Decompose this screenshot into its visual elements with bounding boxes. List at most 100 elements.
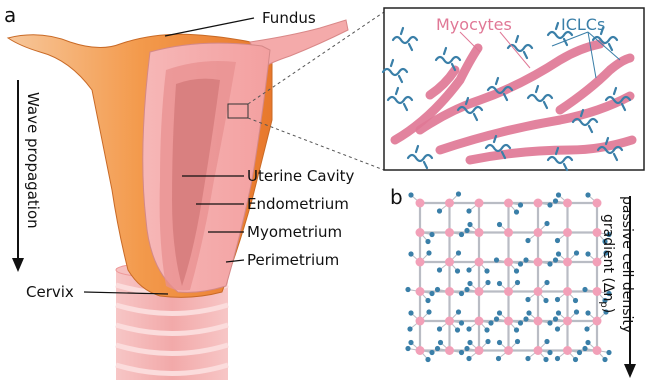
passive-cell [429,350,434,355]
passive-cell [496,356,501,361]
passive-cell [488,320,493,325]
passive-cell [466,326,471,331]
passive-cell [582,287,587,292]
passive-cell [514,268,519,273]
gradient-label-line2: gradient (Δnp) [598,214,616,313]
passive-cell [602,357,607,362]
passive-cell [497,281,502,286]
passive-cell [425,298,430,303]
endometrium-label: Endometrium [247,195,349,213]
grid-node [475,317,484,326]
passive-cell [435,287,440,292]
passive-cell [497,222,502,227]
passive-cell [484,268,489,273]
passive-cell [467,340,472,345]
passive-cell [407,326,412,331]
passive-cell [429,232,434,237]
passive-cell [574,309,579,314]
passive-cell [405,287,410,292]
passive-cell [466,267,471,272]
passive-cell [437,326,442,331]
passive-cell [547,320,552,325]
passive-cell [606,350,611,355]
passive-cell [555,326,560,331]
iclcs-label: ICLCs [561,15,605,34]
passive-cell [577,350,582,355]
wave-propagation-label: Wave propagation [24,92,42,229]
grid-node [563,317,572,326]
passive-cell [584,326,589,331]
grid-node [593,317,602,326]
grid-node [563,258,572,267]
grid-node [504,228,513,237]
passive-cell [494,257,499,262]
grid-node [416,199,425,208]
passive-cell [518,202,523,207]
passive-cell [573,298,578,303]
passive-cell [514,327,519,332]
passive-cell [585,251,590,256]
passive-cell [544,221,549,226]
passive-cell [585,310,590,315]
passive-cell [429,291,434,296]
fundus-label: Fundus [262,9,316,27]
grid-node [563,346,572,355]
passive-cell [408,251,413,256]
passive-cell [426,309,431,314]
grid-node [534,228,543,237]
wave-arrow-head [12,258,24,272]
passive-cell [518,261,523,266]
passive-cell [547,202,552,207]
passive-cell [523,316,528,321]
passive-cell [437,208,442,213]
passive-cell [464,228,469,233]
passive-cell [543,357,548,362]
perimetrium-label: Perimetrium [247,251,339,269]
grid-node [534,258,543,267]
passive-cell [497,310,502,315]
passive-cell [459,232,464,237]
grid-node [563,228,572,237]
passive-cell [523,257,528,262]
grid-node [534,317,543,326]
grid-node [534,199,543,208]
grid-node [416,258,425,267]
grid-node [445,199,454,208]
passive-cell [408,192,413,197]
passive-cell [556,251,561,256]
passive-cell [553,257,558,262]
myometrium-label: Myometrium [247,223,342,241]
passive-cell [438,340,443,345]
passive-cell [456,250,461,255]
grid-node [416,317,425,326]
passive-cell [456,309,461,314]
fundus-leader [165,18,254,36]
passive-cell [425,357,430,362]
grid-node [563,199,572,208]
uterine-cavity-label: Uterine Cavity [247,167,355,185]
passive-cell [437,267,442,272]
passive-cell [525,297,530,302]
passive-cell [573,357,578,362]
passive-cell [408,340,413,345]
passive-cell [466,356,471,361]
passive-cell [485,339,490,344]
grid-node [593,346,602,355]
passive-cell [555,238,560,243]
passive-cell [426,250,431,255]
passive-cell [525,356,530,361]
grid-node [445,258,454,267]
grid-node [534,287,543,296]
grid-node [504,346,513,355]
grid-node [475,228,484,237]
grid-node [445,228,454,237]
passive-cell [494,316,499,321]
passive-cell [459,350,464,355]
passive-cell [515,280,520,285]
passive-cell [497,340,502,345]
passive-cell [555,356,560,361]
passive-cell [464,346,469,351]
grid-node [563,287,572,296]
gradient-label-line1: passive cell density [619,196,635,333]
